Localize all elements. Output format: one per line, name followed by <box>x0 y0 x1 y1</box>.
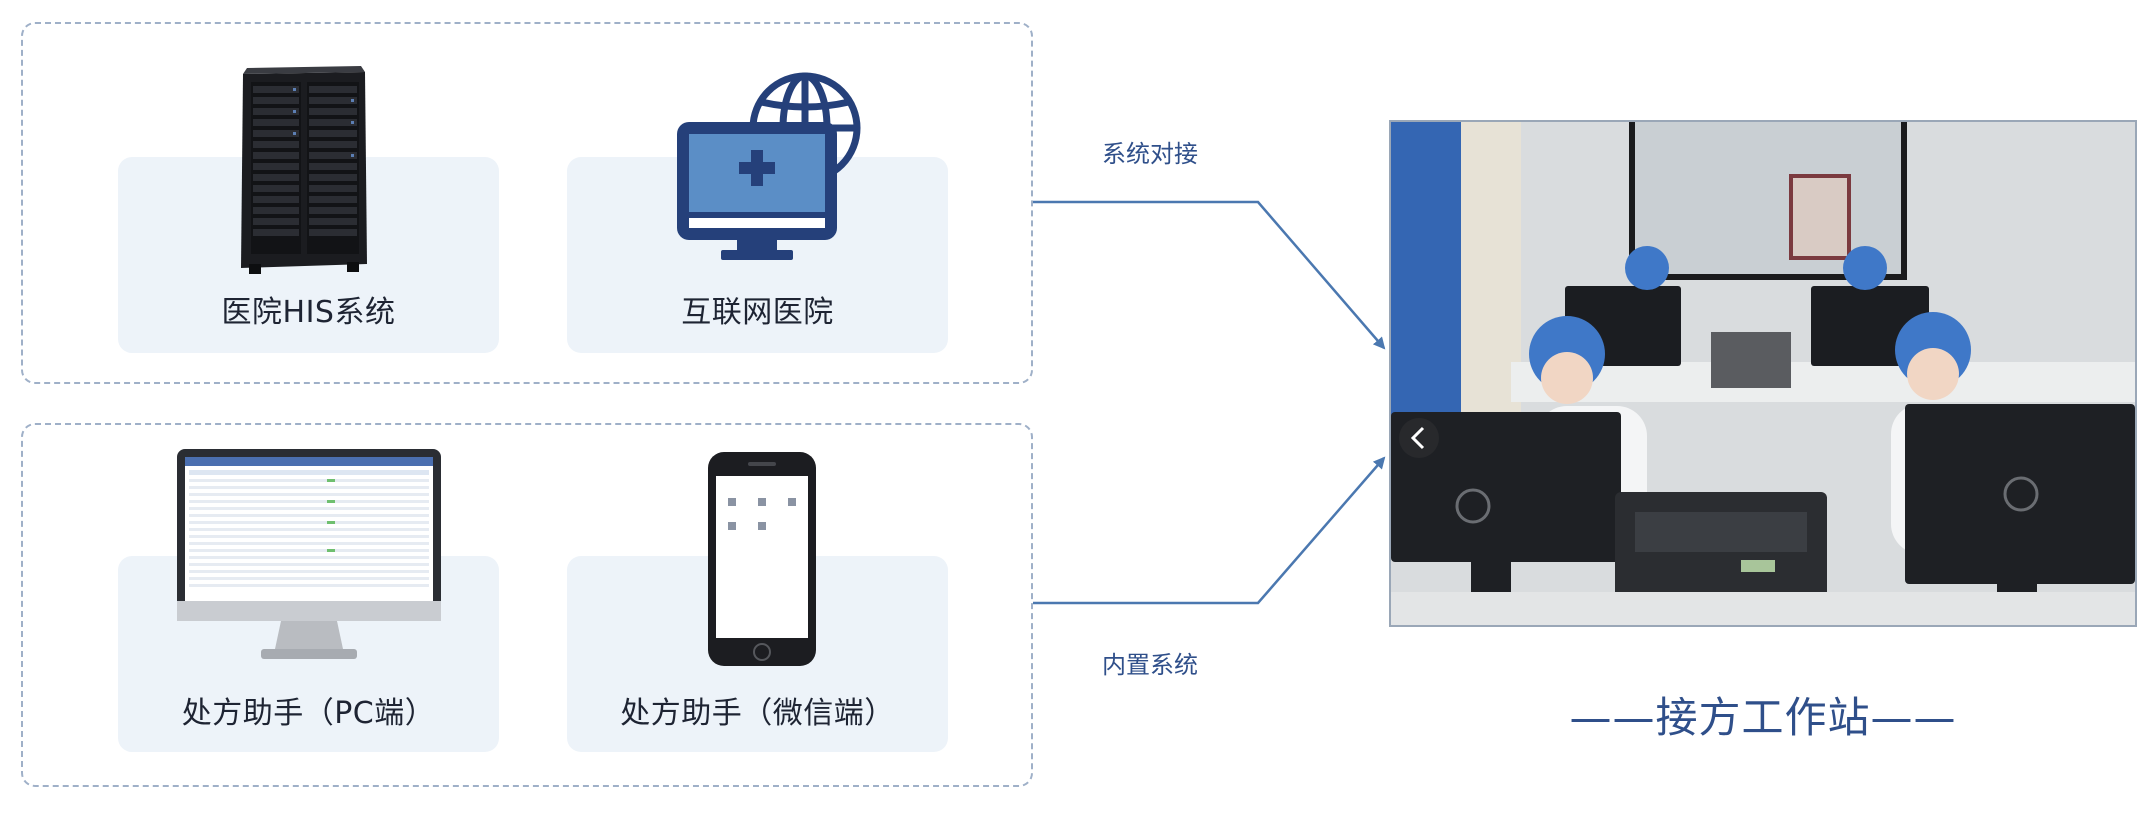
his-label: 医院HIS系统 <box>221 295 396 330</box>
desktop-monitor-icon <box>177 449 441 659</box>
workstation-scene <box>1391 122 2135 625</box>
pc-assistant-label: 处方助手（PC端） <box>181 696 436 731</box>
workstation-photo <box>1389 120 2137 627</box>
station-caption: ——接方工作站—— <box>1569 693 1957 742</box>
builtin-group: 处方助手（PC端） 处方助手（微信端） <box>21 423 1033 787</box>
builtin-label: 内置系统 <box>1102 651 1198 679</box>
integration-arrow <box>1033 200 1386 350</box>
integration-label: 系统对接 <box>1102 140 1198 168</box>
smartphone-icon <box>708 452 816 666</box>
internet-hospital-label: 互联网医院 <box>681 295 834 330</box>
wechat-assistant-label: 处方助手（微信端） <box>620 696 895 731</box>
builtin-arrow <box>1033 456 1386 605</box>
integration-group: 医院HIS系统 互联网 <box>21 22 1033 384</box>
globe-monitor-medical-icon <box>677 72 861 260</box>
server-rack-icon <box>241 66 367 274</box>
chevron-left-icon <box>1410 426 1425 450</box>
